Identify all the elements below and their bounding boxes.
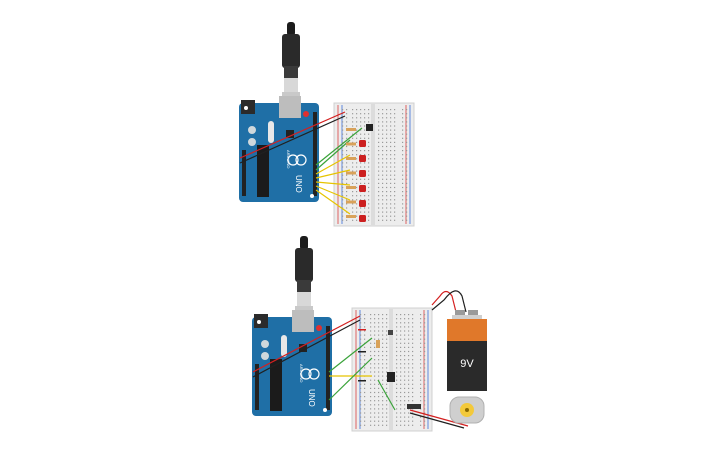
resistor <box>346 171 356 175</box>
led <box>359 140 366 147</box>
transistor <box>387 372 395 382</box>
led <box>359 185 366 192</box>
resistor <box>346 128 356 131</box>
wires-circuit-2[interactable] <box>252 290 469 429</box>
pushbutton <box>388 330 393 335</box>
resistor <box>346 215 356 218</box>
arduino-board-1[interactable]: UNO ARDUINO <box>239 96 319 202</box>
resistor <box>376 340 380 348</box>
resistor <box>346 157 356 160</box>
led <box>359 155 366 162</box>
circuit-2: UNO ARDUINO <box>252 236 487 432</box>
resistor <box>346 200 356 204</box>
dc-motor[interactable] <box>449 396 485 424</box>
led <box>359 215 366 222</box>
battery-9v[interactable]: 9V <box>447 310 487 391</box>
breadboard-1[interactable] <box>333 102 415 227</box>
circuit-1: UNO ARDUINO <box>239 22 415 227</box>
led <box>359 170 366 177</box>
components-circuit-2[interactable] <box>358 329 421 409</box>
uno-label-2: UNO <box>307 389 316 407</box>
led <box>359 200 366 207</box>
wires-circuit-1[interactable] <box>239 111 363 215</box>
resistors-circuit-1[interactable] <box>346 128 356 218</box>
arduino-board-2[interactable]: UNO ARDUINO <box>252 310 332 416</box>
leds-circuit-1[interactable] <box>359 140 366 222</box>
ic-chip-1[interactable] <box>366 124 373 131</box>
uno-label-1: UNO <box>294 175 303 193</box>
battery-label: 9V <box>460 358 474 370</box>
resistor <box>346 186 356 189</box>
resistor <box>346 142 356 146</box>
diode <box>407 404 421 409</box>
